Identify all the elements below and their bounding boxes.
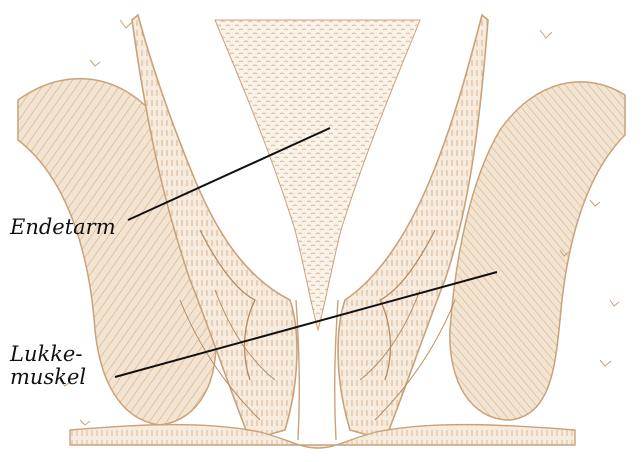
label-sphincter-line2: muskel bbox=[10, 366, 86, 389]
skin-surface bbox=[70, 425, 575, 448]
label-sphincter-line1: Lukke- bbox=[10, 343, 82, 366]
label-rectum: Endetarm bbox=[10, 216, 116, 239]
